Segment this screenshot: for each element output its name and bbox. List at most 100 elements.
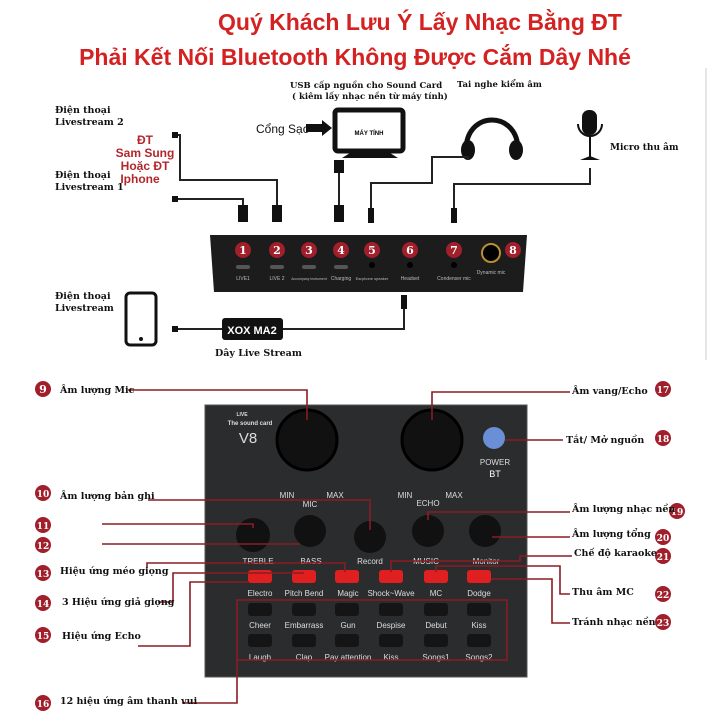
mc-label: MC xyxy=(430,589,443,598)
callout-14: 14 3 Hiệu ứng giả giọng xyxy=(35,595,175,611)
callout-15: 15 Hiệu ứng Echo xyxy=(35,627,141,643)
kiss2-button[interactable] xyxy=(379,634,403,647)
mic-min: MIN xyxy=(280,491,295,500)
svg-text:Chế độ karaoke: Chế độ karaoke xyxy=(574,547,657,559)
svg-text:3 Hiệu ứng giả giọng: 3 Hiệu ứng giả giọng xyxy=(62,597,175,608)
treble-label: TREBLE xyxy=(242,557,273,566)
svg-text:Tránh nhạc nền: Tránh nhạc nền xyxy=(572,616,656,628)
kiss2-label: Kiss xyxy=(383,653,398,662)
computer-icon: MÁY TÍNH xyxy=(332,107,406,158)
charge-port-label: Cổng Sạc xyxy=(256,122,309,136)
bass-knob[interactable] xyxy=(294,515,326,547)
headphones-icon xyxy=(461,117,523,160)
monitor-knob[interactable] xyxy=(469,515,501,547)
clap-label: Clap xyxy=(296,653,313,662)
power-button[interactable] xyxy=(483,427,505,449)
svg-text:Accompany instrument: Accompany instrument xyxy=(291,277,327,281)
bt-label: BT xyxy=(489,469,501,479)
brand-model: V8 xyxy=(239,430,257,447)
effect-buttons-row-2: Laugh Clap Pay attention Kiss Songs1 Son… xyxy=(248,634,493,662)
svg-text:7: 7 xyxy=(450,244,458,257)
svg-text:17: 17 xyxy=(657,386,670,396)
svg-text:11: 11 xyxy=(37,522,50,532)
svg-text:12 hiệu ứng âm thanh vui: 12 hiệu ứng âm thanh vui xyxy=(60,696,198,707)
wire-livestream-b xyxy=(283,305,405,330)
pitch-bend-button[interactable] xyxy=(292,570,316,583)
livestream-cable-label: Dây Live Stream xyxy=(215,348,302,359)
svg-text:18: 18 xyxy=(657,435,670,445)
wire-headphone xyxy=(370,156,469,210)
songs1-label: Songs1 xyxy=(422,653,450,662)
magic-button[interactable] xyxy=(335,570,359,583)
svg-text:Hiệu ứng Echo: Hiệu ứng Echo xyxy=(62,631,141,642)
svg-text:23: 23 xyxy=(657,619,670,629)
svg-text:Tắt/ Mở nguồn: Tắt/ Mở nguồn xyxy=(566,434,644,446)
electro-button[interactable] xyxy=(248,570,272,583)
treble-knob[interactable] xyxy=(236,518,270,552)
clap-button[interactable] xyxy=(292,634,316,647)
laugh-button[interactable] xyxy=(248,634,272,647)
despise-button[interactable] xyxy=(379,603,403,616)
title-line-2: Phải Kết Nối Bluetooth Không Được Cắm Dâ… xyxy=(79,43,631,70)
record-label: Record xyxy=(357,557,383,566)
brand-live: LIVE xyxy=(236,412,248,418)
record-knob[interactable] xyxy=(354,521,386,553)
svg-text:Âm lượng nhạc nền: Âm lượng nhạc nền xyxy=(571,503,675,515)
callout-13: 13 Hiệu ứng méo giọng xyxy=(35,565,169,581)
mic-max: MAX xyxy=(326,491,344,500)
svg-text:13: 13 xyxy=(37,570,50,580)
svg-text:Dynamic mic: Dynamic mic xyxy=(477,270,506,276)
shock-wave-button[interactable] xyxy=(379,570,403,583)
svg-text:14: 14 xyxy=(37,600,50,610)
kiss-label: Kiss xyxy=(471,621,486,630)
power-label: POWER xyxy=(480,458,510,467)
dodge-button[interactable] xyxy=(467,570,491,583)
pitch-bend-label: Pitch Bend xyxy=(285,589,324,598)
svg-text:1: 1 xyxy=(239,244,247,257)
pay-attention-button[interactable] xyxy=(335,634,359,647)
kiss-button[interactable] xyxy=(467,603,491,616)
mc-button[interactable] xyxy=(424,570,448,583)
debut-button[interactable] xyxy=(424,603,448,616)
svg-text:15: 15 xyxy=(37,632,50,642)
xox-ma2-box xyxy=(222,318,283,340)
embarrass-button[interactable] xyxy=(292,603,316,616)
svg-text:Charging: Charging xyxy=(331,276,352,282)
svg-text:9: 9 xyxy=(39,383,47,396)
music-knob[interactable] xyxy=(412,515,444,547)
debut-label: Debut xyxy=(425,621,447,630)
electro-label: Electro xyxy=(248,589,273,598)
wire-live2 xyxy=(178,134,278,205)
mic-label: Micro thu âm xyxy=(610,142,679,153)
arrow-icon xyxy=(306,120,332,136)
svg-text:Âm lượng bản ghi: Âm lượng bản ghi xyxy=(59,490,155,502)
svg-text:LIVE1: LIVE1 xyxy=(236,276,250,282)
callout-lines xyxy=(102,389,572,704)
songs2-button[interactable] xyxy=(467,634,491,647)
cheer-button[interactable] xyxy=(248,603,272,616)
svg-text:Earphone speaker: Earphone speaker xyxy=(356,276,389,281)
svg-text:Hiệu ứng méo giọng: Hiệu ứng méo giọng xyxy=(60,566,169,577)
gun-button[interactable] xyxy=(335,603,359,616)
svg-text:Âm lượng Mic: Âm lượng Mic xyxy=(59,384,135,396)
svg-text:16: 16 xyxy=(37,700,50,710)
embarrass-label: Embarrass xyxy=(285,621,324,630)
bass-label: BASS xyxy=(300,557,321,566)
songs1-button[interactable] xyxy=(424,634,448,647)
